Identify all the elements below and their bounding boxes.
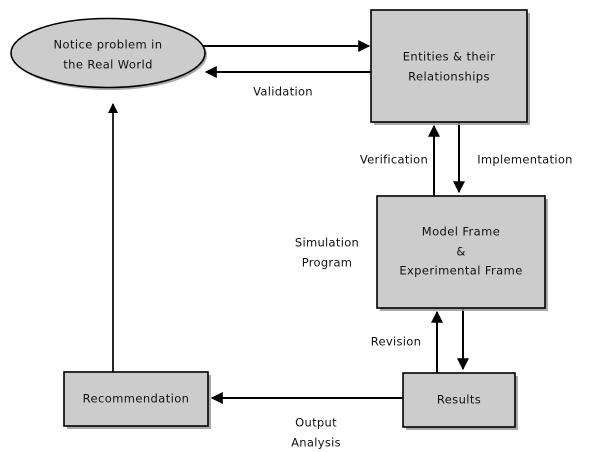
model-frame-label-line3: Experimental Frame <box>399 264 522 278</box>
edge-label-validation: Validation <box>253 85 313 99</box>
edge-labels-layer: Validation Verification Implementation S… <box>253 85 573 450</box>
model-frame-label-line1: Model Frame <box>422 225 500 239</box>
model-frame-rect <box>376 195 546 309</box>
notice-problem-ellipse <box>10 17 206 89</box>
edge-label-verification: Verification <box>360 153 428 167</box>
node-results[interactable]: Results <box>402 372 518 430</box>
model-frame-label-line2: & <box>456 245 465 259</box>
edge-label-simulation-program-line1: Simulation <box>295 236 359 250</box>
entities-label-line2: Relationships <box>408 70 490 84</box>
edge-label-simulation-program-line2: Program <box>302 256 353 270</box>
results-rect <box>402 372 516 428</box>
edge-label-output-analysis-line2: Analysis <box>291 436 341 450</box>
node-model-frame[interactable]: Model Frame & Experimental Frame <box>376 195 548 311</box>
recommendation-label: Recommendation <box>83 392 190 406</box>
edge-label-revision: Revision <box>371 335 421 349</box>
node-entities[interactable]: Entities & their Relationships <box>370 9 530 125</box>
edge-label-implementation: Implementation <box>477 153 573 167</box>
node-notice-problem[interactable]: Notice problem in the Real World <box>10 17 207 91</box>
entities-rect <box>370 9 528 123</box>
notice-problem-label-line2: the Real World <box>63 58 153 72</box>
edge-label-output-analysis-line1: Output <box>295 416 337 430</box>
results-label: Results <box>437 393 481 407</box>
connectors-layer <box>107 40 469 404</box>
notice-problem-label-line1: Notice problem in <box>54 38 163 52</box>
node-recommendation[interactable]: Recommendation <box>63 371 211 429</box>
entities-label-line1: Entities & their <box>403 50 496 64</box>
recommendation-rect <box>63 371 209 427</box>
